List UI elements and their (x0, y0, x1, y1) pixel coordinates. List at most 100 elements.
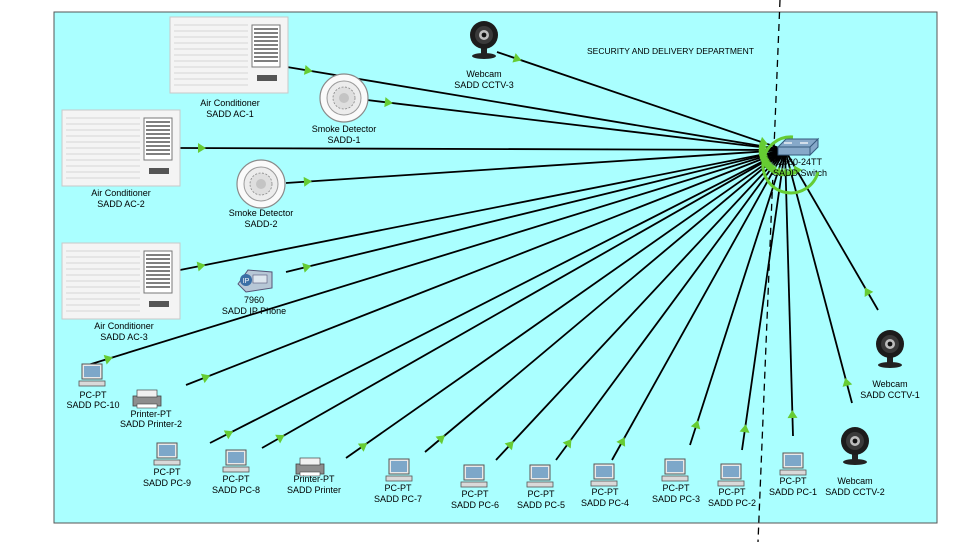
department-boundary-line (757, 0, 781, 542)
device-type-label: Air Conditioner (91, 188, 151, 198)
link-status-ac3-device (196, 261, 206, 272)
device-name-label: SADD Printer-2 (120, 419, 182, 429)
device-name-label: SADD-2 (244, 219, 277, 229)
device-type-label: PC-PT (80, 390, 108, 400)
link-status-pc1-device (787, 410, 798, 419)
link-status-pr1-device (357, 443, 368, 452)
link-pc4 (611, 149, 786, 461)
device-name-label: SADD PC-9 (143, 478, 191, 488)
link-pr2 (185, 149, 786, 386)
device-name-label: SADD CCTV-3 (454, 80, 514, 90)
switch-link-status-arc (761, 135, 820, 195)
smoke-detector-icon (236, 159, 286, 209)
device-name-label: SADD PC-7 (374, 494, 422, 504)
link-status-pc8-device (275, 434, 285, 444)
link-ac2 (179, 147, 786, 151)
department-label: SECURITY AND DELIVERY DEPARTMENT (587, 46, 754, 56)
device-name-label: SADD PC-4 (581, 498, 629, 508)
link-status-pc2-device (739, 424, 750, 433)
device-type-label: Webcam (466, 69, 501, 79)
links-layer (87, 51, 879, 461)
device-type-label: Printer-PT (130, 409, 172, 419)
device-type-label: Webcam (872, 379, 907, 389)
link-ac3 (179, 149, 786, 271)
device-type-label: Printer-PT (293, 474, 335, 484)
air-conditioner-icon (169, 16, 289, 94)
link-status-cam2-device (842, 377, 853, 387)
device-name-label: SADD PC-8 (212, 485, 260, 495)
pc-icon (153, 442, 181, 466)
device-name-label: SADD AC-1 (206, 109, 254, 119)
link-status-ac1-device (303, 65, 313, 75)
device-type-label: PC-PT (663, 483, 691, 493)
link-sd2 (285, 149, 786, 184)
switch-name-label: SADD Switch (773, 168, 827, 178)
link-status-cam1-device (864, 287, 874, 297)
link-status-pc3-device (690, 420, 701, 430)
link-status-pc9-device (223, 430, 234, 440)
link-phone (285, 149, 786, 273)
device-name-label: SADD Printer (287, 485, 341, 495)
pc-icon (779, 452, 807, 476)
switch[interactable] (776, 137, 820, 157)
link-status-pc6-device (504, 440, 514, 451)
pc-icon (385, 458, 413, 482)
link-pc6 (495, 149, 786, 461)
device-name-label: SADD-1 (327, 135, 360, 145)
link-pc8 (261, 149, 786, 449)
device-name-label: SADD CCTV-2 (825, 487, 885, 497)
device-type-label: PC-PT (719, 487, 747, 497)
device-type-label: PC-PT (780, 476, 808, 486)
device-type-label: Smoke Detector (229, 208, 294, 218)
pc-icon (661, 458, 689, 482)
pc-icon (222, 449, 250, 473)
pc-icon (526, 464, 554, 488)
link-pc5 (555, 149, 786, 461)
device-name-label: SADD AC-3 (100, 332, 148, 342)
device-type-label: Smoke Detector (312, 124, 377, 134)
device-type-label: Webcam (837, 476, 872, 486)
device-name-label: SADD PC-10 (66, 400, 119, 410)
switch-icon (776, 137, 820, 157)
device-type-label: Air Conditioner (200, 98, 260, 108)
link-status-pc4-device (616, 437, 626, 447)
link-status-pc7-device (435, 435, 445, 445)
device-name-label: SADD PC-1 (769, 487, 817, 497)
device-name-label: SADD PC-2 (708, 498, 756, 508)
link-sd1 (366, 99, 786, 151)
link-status-sd2-device (303, 176, 312, 187)
device-name-label: SADD PC-6 (451, 500, 499, 510)
link-status-phone-device (302, 262, 312, 273)
link-status-pc5-device (562, 439, 572, 449)
device-type-label: PC-PT (592, 487, 620, 497)
link-pc3 (689, 149, 786, 446)
device-type-label: PC-PT (154, 467, 182, 477)
link-pr1 (345, 149, 786, 459)
device-name-label: SADD CCTV-1 (860, 390, 920, 400)
device-type-label: Air Conditioner (94, 321, 154, 331)
link-pc2 (741, 149, 786, 451)
